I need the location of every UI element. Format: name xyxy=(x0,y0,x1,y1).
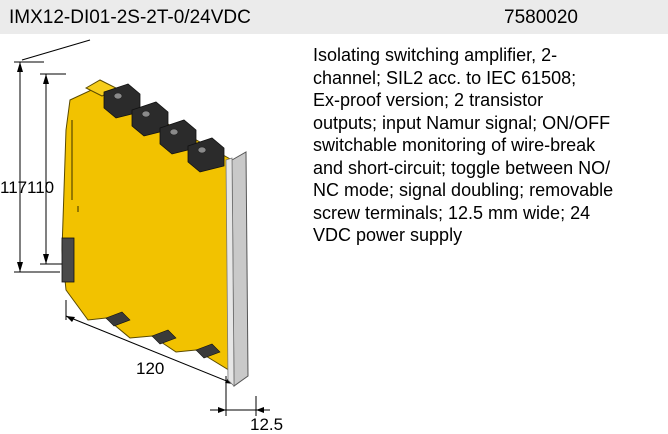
description-line: channel; SIL2 acc. to IEC 61508; xyxy=(313,67,577,88)
description-line: screw terminals; 12.5 mm wide; 24 xyxy=(313,202,591,223)
description-line: Isolating switching amplifier, 2- xyxy=(313,45,558,65)
product-model: IMX12-DI01-2S-2T-0/24VDC xyxy=(9,7,251,28)
description-line: and short-circuit; toggle between NO/ xyxy=(313,157,611,178)
description-line: switchable monitoring of wire-break xyxy=(313,135,596,155)
dimension-height-body: 110 xyxy=(27,178,54,197)
description-line: VDC power supply xyxy=(313,225,463,245)
terminal-screws xyxy=(113,92,207,154)
housing-details xyxy=(71,120,79,212)
module-housing xyxy=(61,79,249,387)
description-line: outputs; input Namur signal; ON/OFF xyxy=(313,112,611,133)
front-panel xyxy=(231,151,249,387)
front-panel-bevel xyxy=(225,157,235,387)
din-rail-clip xyxy=(61,237,75,283)
description-line: NC mode; signal doubling; removable xyxy=(313,180,614,200)
dimension-height-total: 117 xyxy=(0,178,27,197)
bottom-terminals xyxy=(105,311,221,359)
dimension-width: 12.5 xyxy=(250,415,283,434)
product-dimension-drawing: 117 110 120 12.5 xyxy=(0,39,283,434)
description-line: Ex-proof version; 2 transistor xyxy=(313,90,544,110)
terminal-blocks xyxy=(103,83,225,173)
dimension-arrows xyxy=(17,62,264,413)
product-header: IMX12-DI01-2S-2T-0/24VDC 7580020 xyxy=(0,0,668,34)
product-description: Isolating switching amplifier, 2- channe… xyxy=(313,44,665,247)
article-number: 7580020 xyxy=(504,7,578,28)
dimension-depth: 120 xyxy=(136,359,164,378)
